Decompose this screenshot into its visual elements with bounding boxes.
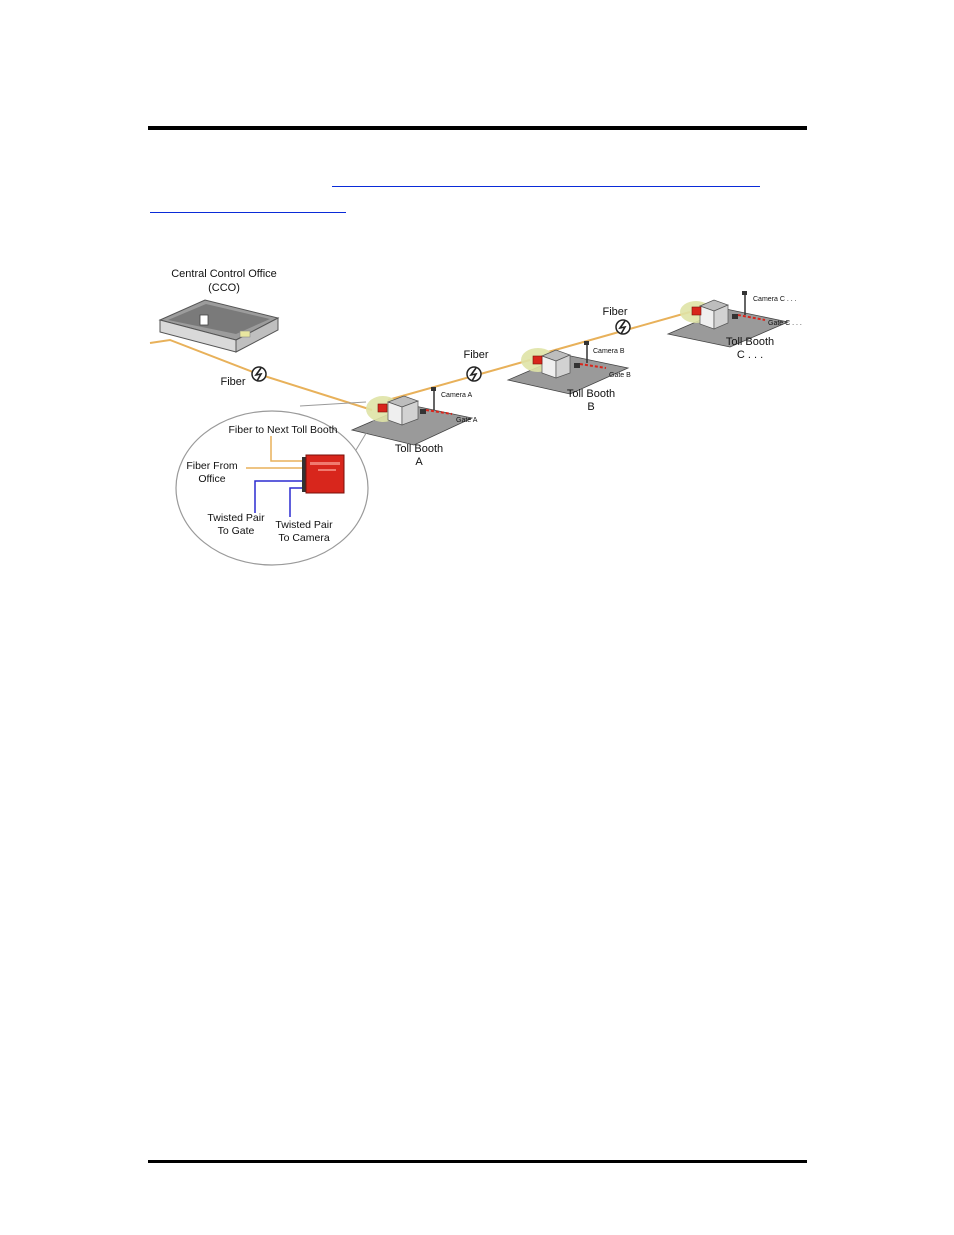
inset-fiber-next-label: Fiber to Next Toll Booth (229, 424, 338, 436)
fiber-splice-icon (467, 367, 481, 381)
cco-title: Central Control Office (171, 268, 277, 280)
camera-c-label: Camera C . . . (753, 296, 797, 303)
toll-booth-c-letter: C . . . (737, 349, 763, 361)
cco-building (160, 300, 278, 352)
toll-booth-b-letter: B (587, 401, 594, 413)
fiber-splice-icon (252, 367, 266, 381)
gate-a-label: Gate A (456, 417, 478, 424)
fiber-splice-icon (616, 320, 630, 334)
inset-tp-gate-label: Twisted Pair (207, 512, 265, 524)
media-converter-device (306, 455, 344, 493)
camera-b-label: Camera B (593, 348, 625, 355)
inset-tp-camera-label-2: To Camera (278, 532, 330, 544)
toll-booth-c-label: Toll Booth (726, 336, 774, 348)
inset-fiber-from-label-2: Office (198, 473, 225, 485)
inset-tp-gate-label-2: To Gate (218, 525, 255, 537)
fiber-label-2: Fiber (463, 349, 488, 361)
gate-c-label: Gate C . . . (768, 320, 802, 327)
camera-a-label: Camera A (441, 392, 472, 399)
gate-b-label: Gate B (609, 372, 631, 379)
toll-booth-b-label: Toll Booth (567, 388, 615, 400)
toll-booth-a-label: Toll Booth (395, 443, 443, 455)
inset-fiber-from-label: Fiber From (186, 460, 238, 472)
fiber-label-1: Fiber (220, 376, 245, 388)
toll-booth-a-letter: A (415, 456, 423, 468)
cco-abbr: (CCO) (208, 282, 240, 294)
inset-tp-camera-label: Twisted Pair (275, 519, 333, 531)
footer-rule (148, 1160, 807, 1163)
fiber-label-3: Fiber (602, 306, 627, 318)
